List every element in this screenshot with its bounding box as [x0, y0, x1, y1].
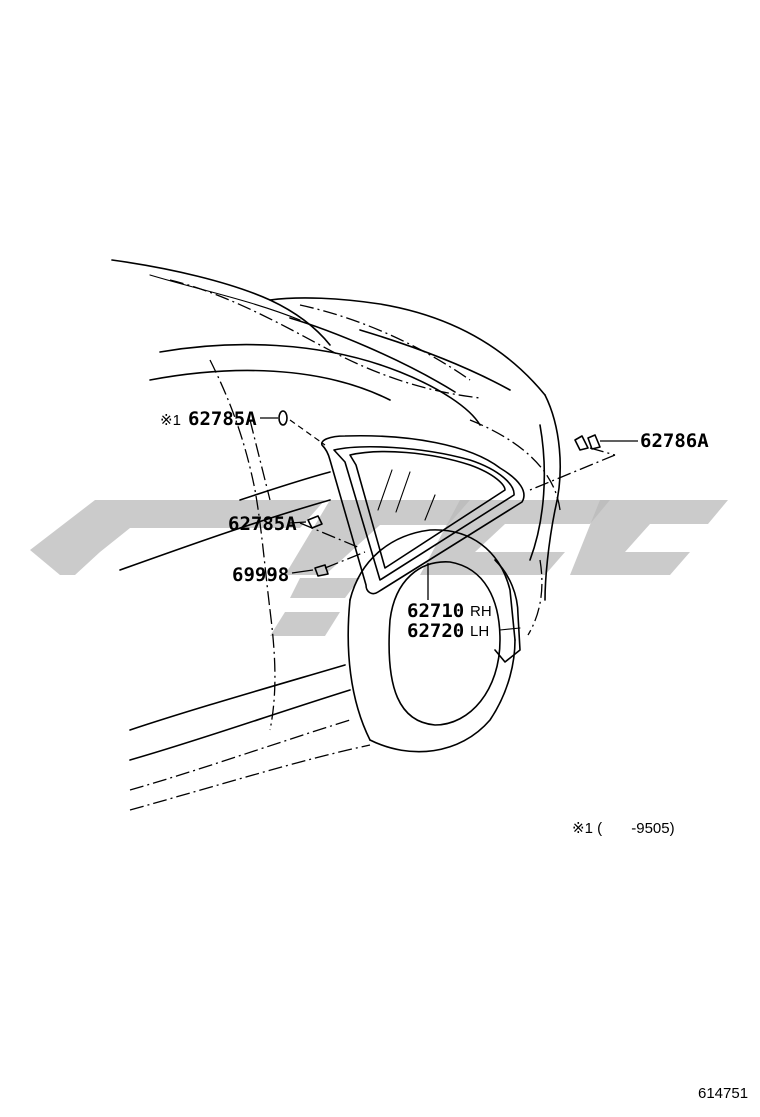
quarter-window-glass: [321, 434, 525, 595]
clip-parts: [278, 410, 601, 577]
watermark-logo: [30, 500, 728, 636]
part-label-62710[interactable]: 62710: [407, 600, 464, 622]
part-label-62785a-top[interactable]: 62785A: [188, 408, 257, 430]
part-suffix-62710: RH: [470, 603, 492, 620]
applicability-note: ※1 ( -9505): [572, 820, 675, 837]
part-label-69998[interactable]: 69998: [232, 564, 289, 586]
part-suffix-62720: LH: [470, 623, 489, 640]
part-label-62785a-mid[interactable]: 62785A: [228, 513, 297, 535]
part-note-marker: ※1: [160, 412, 181, 429]
part-label-62720[interactable]: 62720: [407, 620, 464, 642]
figure-number: 614751: [698, 1085, 748, 1102]
part-labels: ※1 62785A 62786A 62785A 69998 62710 RH 6…: [160, 408, 709, 642]
part-label-62786a[interactable]: 62786A: [640, 430, 709, 452]
car-body-outline: [111, 259, 561, 811]
leader-lines: [260, 417, 638, 600]
